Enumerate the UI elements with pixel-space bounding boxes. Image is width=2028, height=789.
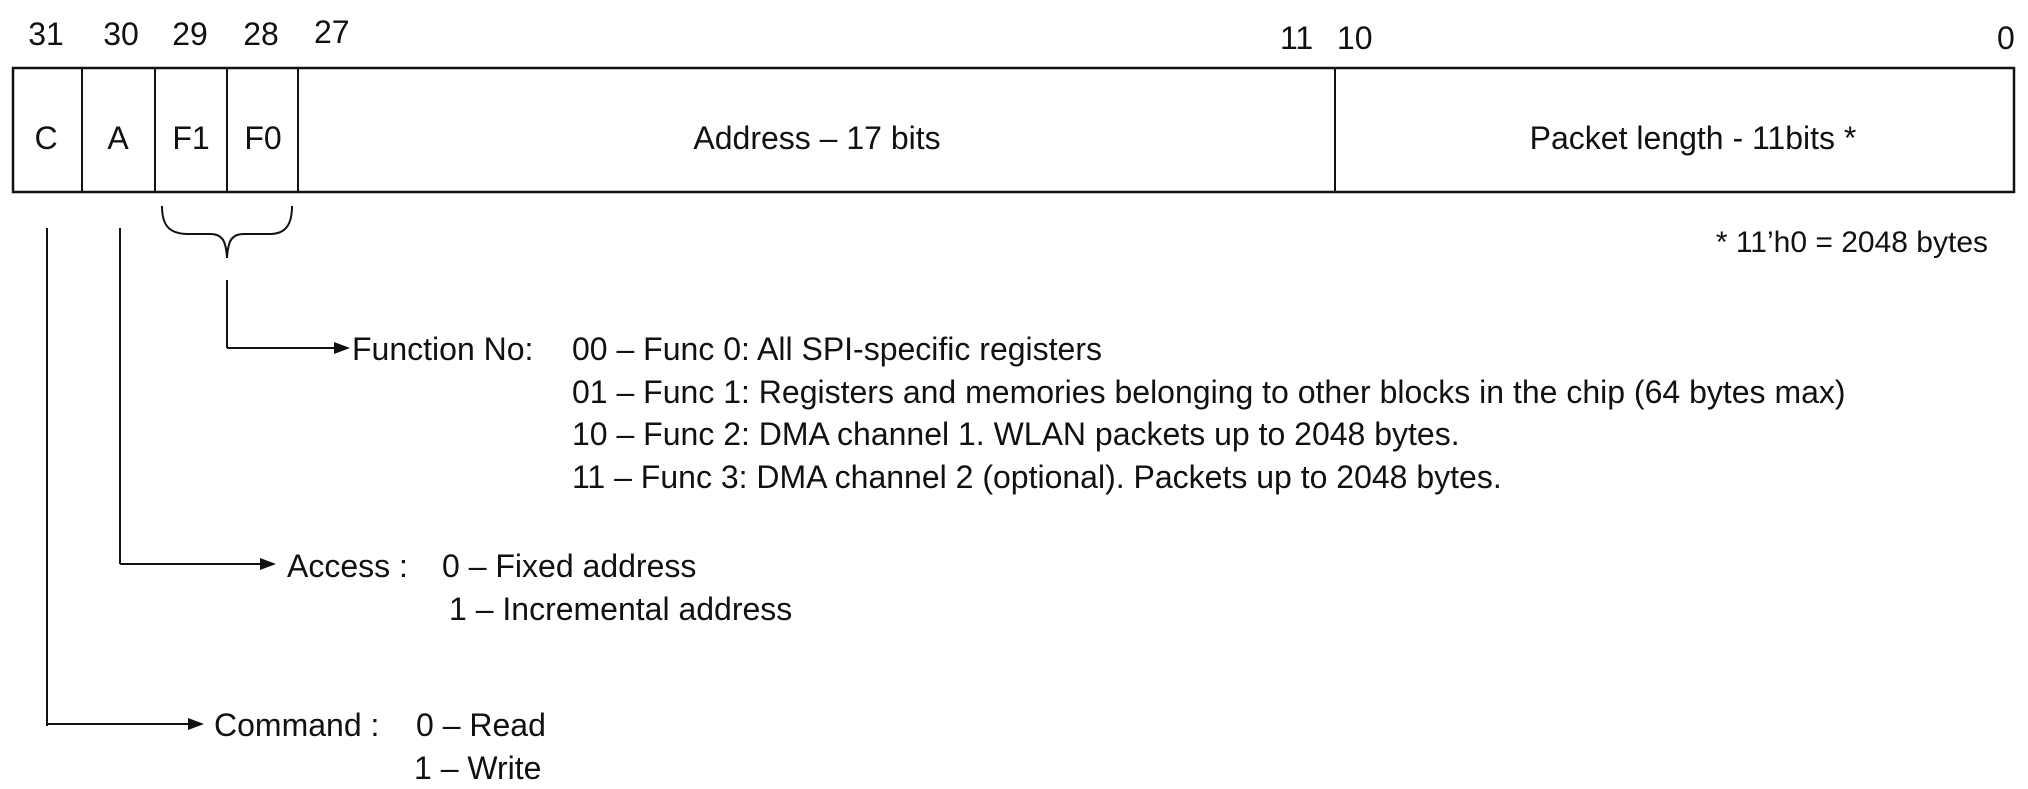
field-function-bit-0: F0	[244, 120, 282, 156]
bit-number-29: 29	[172, 16, 208, 52]
command-option-0: 0 – Read	[416, 707, 546, 743]
access-label: Access :	[287, 548, 408, 584]
function-label: Function No:	[352, 331, 534, 367]
function-arrowhead	[334, 342, 350, 354]
bit-number-31: 31	[28, 16, 64, 52]
field-packet-length: Packet length - 11bits *	[1529, 120, 1857, 156]
bit-number-0: 0	[1997, 20, 2015, 56]
function-brace	[161, 205, 293, 259]
command-option-1: 1 – Write	[414, 750, 542, 786]
access-option-0: 0 – Fixed address	[442, 548, 697, 584]
field-function-bit-1: F1	[172, 120, 210, 156]
command-label: Command :	[214, 707, 380, 743]
field-address: Address – 17 bits	[693, 120, 941, 156]
bit-number-11: 11	[1280, 20, 1314, 56]
access-option-1: 1 – Incremental address	[449, 591, 793, 627]
field-command-bit: C	[34, 120, 58, 156]
register-box	[11, 66, 2016, 194]
command-arrowhead	[188, 718, 204, 730]
bit-number-27: 27	[314, 14, 350, 50]
function-option-3: 11 – Func 3: DMA channel 2 (optional). P…	[572, 459, 1502, 495]
bit-number-28: 28	[243, 16, 279, 52]
function-option-0: 00 – Func 0: All SPI-specific registers	[572, 331, 1102, 367]
function-option-1: 01 – Func 1: Registers and memories belo…	[572, 374, 1846, 410]
packet-length-footnote: * 11’h0 = 2048 bytes	[1715, 226, 1988, 259]
field-access-bit: A	[107, 120, 129, 156]
bit-number-10: 10	[1337, 20, 1373, 56]
function-option-2: 10 – Func 2: DMA channel 1. WLAN packets…	[572, 416, 1460, 452]
bit-number-30: 30	[103, 16, 139, 52]
access-arrowhead	[260, 558, 276, 570]
